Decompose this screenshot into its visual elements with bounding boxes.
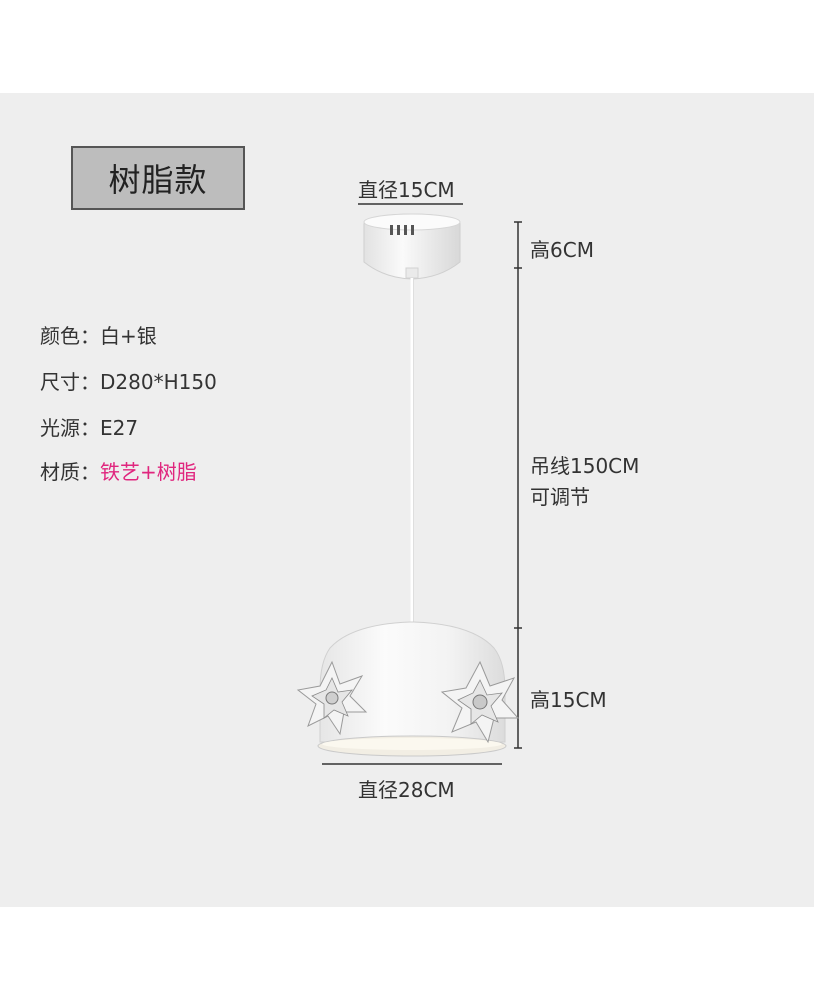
spec-label: 颜色： — [40, 324, 100, 348]
spec-label: 尺寸： — [40, 370, 100, 394]
spec-value: 白+银 — [100, 324, 157, 348]
spec-size: 尺寸：D280*H150 — [40, 366, 217, 395]
spec-color: 颜色：白+银 — [40, 320, 157, 349]
resin-flower-left — [296, 660, 368, 736]
spec-label: 光源： — [40, 416, 100, 440]
shade-height-label: 高15CM — [530, 688, 607, 712]
spec-material: 材质：铁艺+树脂 — [40, 456, 197, 485]
canopy — [363, 213, 461, 280]
spec-label: 材质： — [40, 460, 100, 484]
style-badge: 树脂款 — [71, 146, 245, 210]
height-dimension-line — [514, 221, 522, 749]
top-diameter-label: 直径15CM — [358, 178, 455, 202]
bottom-diameter-label: 直径28CM — [358, 778, 455, 802]
canopy-height-label: 高6CM — [530, 238, 594, 262]
spec-value: D280*H150 — [100, 370, 217, 394]
spec-light-source: 光源：E27 — [40, 412, 138, 441]
spec-value: E27 — [100, 416, 139, 440]
vent-slots — [390, 225, 414, 235]
cord-length-label: 吊线150CM — [530, 454, 640, 478]
spec-value: 铁艺+树脂 — [100, 460, 197, 484]
cord-adjustable-label: 可调节 — [530, 485, 590, 509]
resin-flower-right — [440, 660, 520, 744]
